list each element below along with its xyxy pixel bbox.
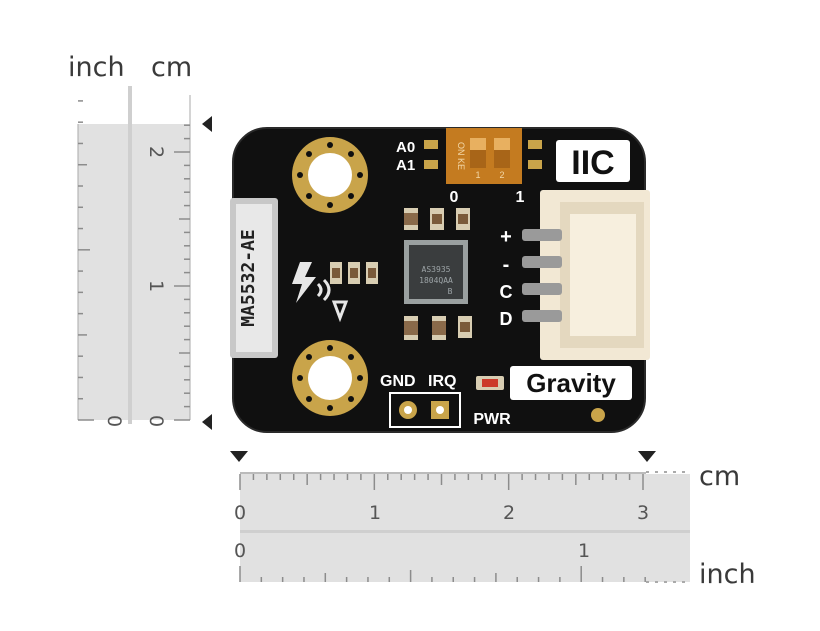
dip-switch-position: 2 [499, 170, 504, 180]
smd-resistors-left [330, 262, 378, 284]
horizontal-inch-number: 0 [234, 540, 246, 562]
antenna-chip: MA5532-AE [230, 198, 278, 358]
sensor-ic: AS3935 1804QAA B [404, 240, 468, 304]
addr-label-a1: A1 [396, 157, 415, 174]
header-label-irq: IRQ [428, 373, 456, 390]
smd-components-center [404, 208, 472, 340]
solder-pad [424, 160, 438, 169]
pin-label-c: C [500, 282, 513, 302]
gravity-badge-label: Gravity [526, 368, 616, 398]
horizontal-cm-number: 2 [503, 502, 515, 524]
cm-unit-label-top: cm [151, 52, 193, 83]
horizontal-cm-number: 1 [369, 502, 381, 524]
measure-marker-icon [202, 116, 212, 132]
ic-marking-line: B [448, 287, 453, 296]
ic-marking-line: 1804QAA [419, 276, 453, 285]
gravity-badge: Gravity [510, 366, 632, 400]
horizontal-cm-number: 3 [637, 502, 649, 524]
connector-pin [522, 256, 562, 268]
antenna-chip-label: MA5532-AE [238, 229, 259, 327]
vertical-ruler: 2 1 0 0 [77, 86, 212, 430]
iic-badge: IIC [556, 140, 630, 182]
irq-header[interactable] [389, 392, 461, 428]
vertical-ruler-ticks [78, 100, 190, 421]
vertical-ruler-divider [128, 86, 132, 424]
solder-pad [528, 140, 542, 149]
vertical-cm-number: 2 [145, 146, 167, 158]
horizontal-cm-number: 0 [234, 502, 246, 524]
horizontal-ruler-divider [240, 530, 690, 533]
measure-marker-icon [202, 414, 212, 430]
inch-unit-label-top: inch [68, 52, 125, 83]
dip-switch-position: 1 [475, 170, 480, 180]
sensor-board: MA5532-AE A0 A1 [230, 127, 650, 433]
horizontal-ruler-ticks [239, 474, 646, 582]
pin-label-d: D [500, 309, 513, 329]
iic-badge-label: IIC [571, 144, 614, 182]
inch-unit-label-bottom: inch [699, 559, 756, 590]
addr-value-0: 0 [450, 189, 459, 206]
vertical-cm-number: 0 [145, 415, 167, 427]
connector-pin [522, 310, 562, 322]
horizontal-inch-number: 1 [578, 540, 590, 562]
pin-label-plus: + [500, 226, 512, 248]
gravity-connector[interactable] [522, 190, 650, 360]
addr-value-1: 1 [516, 189, 525, 206]
dip-switch[interactable]: ON KE 1 2 [446, 128, 522, 184]
measure-marker-icon [230, 451, 248, 462]
pin-label-minus: - [503, 254, 510, 276]
solder-pad [424, 140, 438, 149]
ic-marking-line: AS3935 [422, 265, 451, 274]
mounting-hole-top [292, 137, 368, 213]
header-label-gnd: GND [380, 373, 416, 390]
horizontal-ruler: 0 1 2 3 0 1 [230, 451, 690, 583]
power-led [476, 376, 504, 390]
lightning-icon [292, 262, 349, 323]
horizontal-ruler-band [240, 474, 690, 582]
solder-pad [528, 160, 542, 169]
connector-pin [522, 283, 562, 295]
connector-pin [522, 229, 562, 241]
dip-switch-label: ON KE [456, 142, 466, 170]
vertical-cm-number: 1 [145, 280, 167, 292]
horizontal-ruler-edge [240, 472, 646, 474]
connector-socket [570, 214, 636, 336]
vertical-ruler-band [78, 124, 190, 420]
ic-body [409, 245, 463, 299]
vertical-inch-number: 0 [103, 415, 125, 427]
via-pad [591, 408, 605, 422]
power-label: PWR [473, 411, 511, 428]
measure-marker-icon [638, 451, 656, 462]
cm-unit-label-right: cm [699, 461, 741, 492]
addr-label-a0: A0 [396, 139, 415, 156]
mounting-hole-bottom [292, 340, 368, 416]
